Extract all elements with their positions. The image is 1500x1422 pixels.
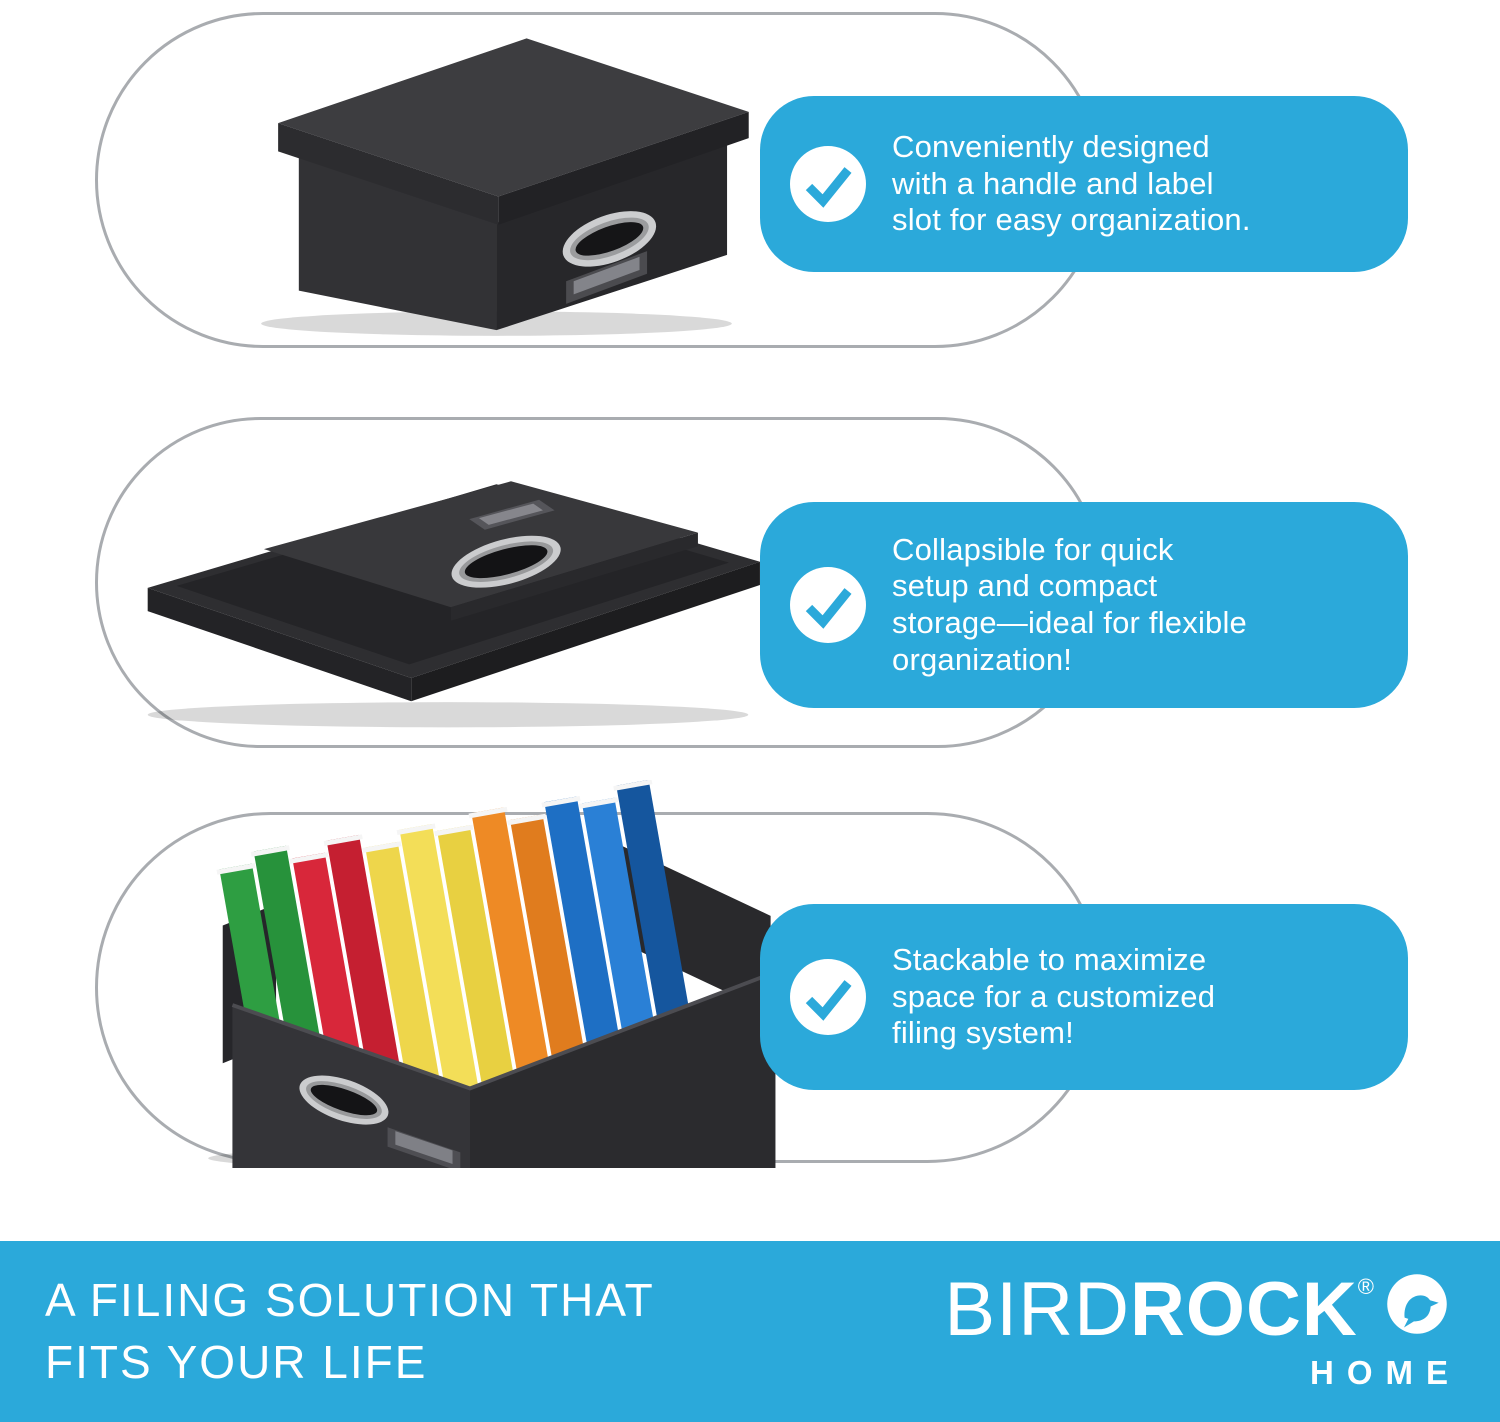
brand-word-bird: BIRD xyxy=(944,1266,1130,1352)
feature-text-line: Stackable to maximize xyxy=(892,942,1207,978)
feature-text-3: Stackable to maximize space for a custom… xyxy=(892,942,1215,1052)
handle-grommet xyxy=(299,1075,389,1125)
feature-text-1: Conveniently designed with a handle and … xyxy=(892,129,1251,239)
handle-grommet xyxy=(562,211,657,267)
tagline-line-2: FITS YOUR LIFE xyxy=(45,1335,428,1388)
feature-text-line: space for a customized xyxy=(892,978,1216,1014)
feature-text-2: Collapsible for quick setup and compact … xyxy=(892,532,1247,678)
feature-text-line: filing system! xyxy=(892,1015,1074,1051)
feature-text-line: slot for easy organization. xyxy=(892,202,1251,238)
tagline-line-1: A FILING SOLUTION THAT xyxy=(45,1273,655,1326)
feature-text-line: organization! xyxy=(892,641,1073,677)
checkmark-icon xyxy=(790,146,866,222)
feature-text-line: Collapsible for quick xyxy=(892,531,1174,567)
folded-panel xyxy=(263,481,698,621)
product-photo-box-with-folders xyxy=(208,780,777,1168)
bottom-banner: A FILING SOLUTION THAT FITS YOUR LIFE BI… xyxy=(0,1241,1500,1422)
brand-home: HOME xyxy=(1310,1353,1461,1391)
label-slot xyxy=(469,499,555,530)
feature-text-line: Conveniently designed xyxy=(892,129,1210,165)
handle-grommet xyxy=(451,535,561,588)
label-slot xyxy=(566,251,648,304)
bird-logo-icon xyxy=(1386,1272,1448,1334)
brand-word-rock: ROCK xyxy=(1130,1266,1358,1352)
feature-callout-2: Collapsible for quick setup and compact … xyxy=(760,502,1408,708)
tagline: A FILING SOLUTION THAT FITS YOUR LIFE xyxy=(45,1270,655,1393)
checkmark-icon xyxy=(790,959,866,1035)
feature-callout-1: Conveniently designed with a handle and … xyxy=(760,96,1408,272)
feature-text-line: storage—ideal for flexible xyxy=(892,605,1247,640)
product-photo-closed-box xyxy=(261,38,749,336)
feature-text-line: setup and compact xyxy=(892,568,1158,604)
checkmark-icon xyxy=(790,567,866,643)
box-lid xyxy=(278,38,749,225)
box-shadow xyxy=(147,702,749,728)
feature-callout-3: Stackable to maximize space for a custom… xyxy=(760,904,1408,1090)
label-slot xyxy=(387,1127,461,1168)
registered-trademark: ® xyxy=(1357,1273,1374,1299)
product-photo-collapsed-box xyxy=(147,481,760,728)
feature-text-line: with a handle and label xyxy=(892,165,1214,201)
